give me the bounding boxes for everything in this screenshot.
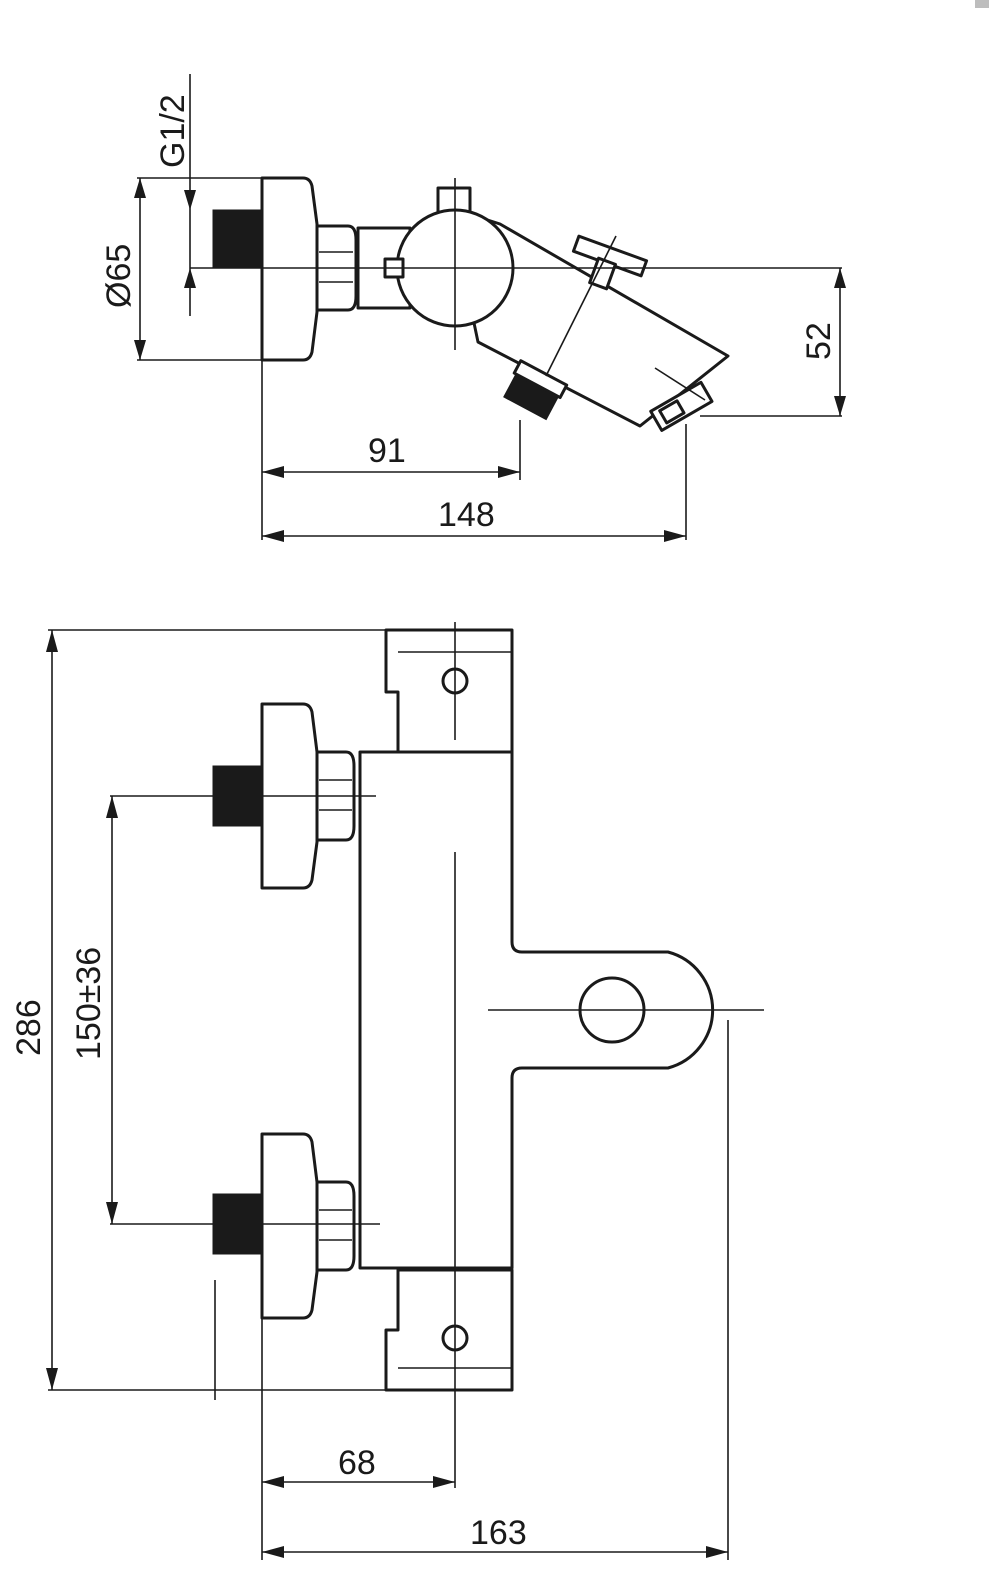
dim-total-height: 286 [10,999,48,1056]
top-escutcheon [260,176,319,362]
dim-total-depth-front: 163 [470,1514,527,1552]
dim-diameter: Ø65 [100,244,138,308]
dim-wall-to-axis: 68 [338,1444,376,1482]
front-view: 286 150±36 68 163 [10,622,764,1560]
dim-spout-height: 52 [800,322,838,360]
top-view: G1/2 Ø65 52 91 148 [100,74,846,542]
front-inlet-lower [212,1132,356,1320]
dim-inlet-spacing: 150±36 [70,947,108,1060]
corner-mark [975,0,989,8]
dim-thread: G1/2 [154,94,192,168]
dim-total-depth-top: 148 [438,496,495,534]
dim-outlet-offset: 91 [368,432,406,470]
top-shower-outlet [503,359,569,421]
top-thread-connector [212,209,264,269]
